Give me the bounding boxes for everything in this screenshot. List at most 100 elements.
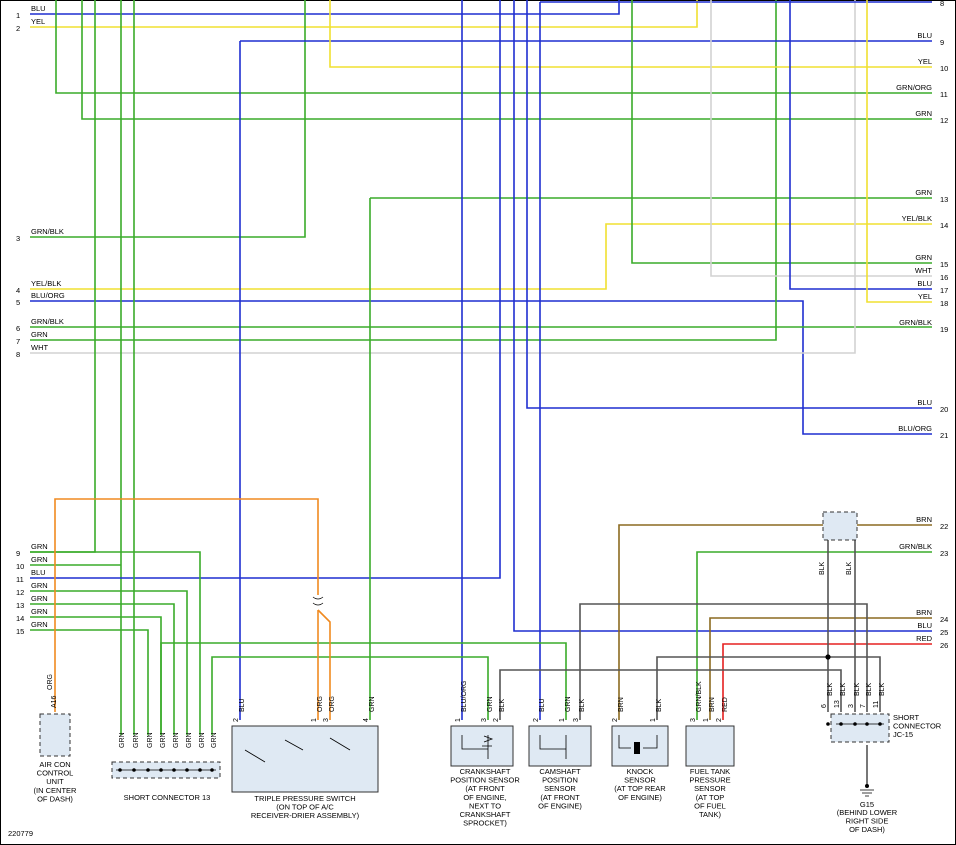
left-pin-5: 5 <box>16 298 20 307</box>
tps-wire-label: BLU <box>239 698 246 712</box>
wire-knock-blk <box>656 656 828 720</box>
crank-caption-line-4: OF ENGINE, <box>463 793 506 802</box>
left-pin-8: 8 <box>16 350 20 359</box>
short-connector-13-caption-line-1: SHORT CONNECTOR 13 <box>124 793 211 802</box>
left-wire-label-3: GRN/BLK <box>31 227 64 236</box>
jc15-wire-label: BLK <box>827 682 834 696</box>
right-wire-label-18: YEL <box>918 292 932 301</box>
right-pin-25: 25 <box>940 628 948 637</box>
wire-5-blu-org <box>30 300 932 435</box>
cam-caption-line-3: SENSOR <box>544 784 576 793</box>
right-wire-label-12: GRN <box>915 109 932 118</box>
wire-sc13-crank <box>211 656 489 735</box>
cam-caption-line-1: CAMSHAFT <box>539 767 581 776</box>
crank-wire-label: BLK <box>499 698 506 712</box>
right-wire-label-23: GRN/BLK <box>899 542 932 551</box>
knock-wire-label: BLK <box>656 698 663 712</box>
left-pin-3: 3 <box>16 234 20 243</box>
right-wire-label-10: YEL <box>918 57 932 66</box>
right-wire-label-13: GRN <box>915 188 932 197</box>
wire-13-grn <box>30 603 175 735</box>
jc15-node <box>878 722 882 726</box>
right-pin-13: 13 <box>940 195 948 204</box>
wire-r10-yel <box>329 0 932 68</box>
tps-pin-label: 2 <box>233 718 240 722</box>
splice-dot <box>825 654 831 660</box>
left-wire-label-12: GRN <box>31 581 48 590</box>
left-wire-label-6: GRN/BLK <box>31 317 64 326</box>
wires-layer <box>30 0 932 786</box>
crank-caption-line-7: SPROCKET) <box>463 819 507 828</box>
right-pin-17: 17 <box>940 286 948 295</box>
fueltank-caption-line-3: SENSOR <box>694 784 726 793</box>
tps-pin-label: 1 <box>311 718 318 722</box>
left-pin-11: 11 <box>16 575 24 584</box>
right-pin-12: 12 <box>940 116 948 125</box>
left-wire-label-11: BLU <box>31 568 46 577</box>
left-wire-label-2: YEL <box>31 17 45 26</box>
tps-caption-line-3: RECEIVER-DRIER ASSEMBLY) <box>251 811 360 820</box>
aircon-caption-line-2: CONTROL <box>37 769 74 778</box>
short-connector-13-wire-label: GRN <box>186 732 193 748</box>
knock-caption-line-2: SENSOR <box>624 776 656 785</box>
camshaft-sensor-symbol <box>539 735 567 759</box>
cam-caption-line-2: POSITION <box>542 776 578 785</box>
left-pin-12: 12 <box>16 588 24 597</box>
wire-r20-blu <box>526 0 932 409</box>
wire-r11-grn-org <box>55 0 932 94</box>
left-pin-15: 15 <box>16 627 24 636</box>
aircon-caption-line-1: AIR CON <box>39 760 70 769</box>
short-connector-13-node <box>210 768 214 772</box>
left-pin-6: 6 <box>16 324 20 333</box>
right-pin-10: 10 <box>940 64 948 73</box>
wire-cam-blk <box>579 603 868 720</box>
knock-sensor-symbol <box>634 742 640 754</box>
short-connector-13-wire-label: GRN <box>173 732 180 748</box>
left-wire-label-8: WHT <box>31 343 48 352</box>
jc15-wire-label: BLK <box>866 682 873 696</box>
tps-pin-label: 4 <box>363 718 370 722</box>
wire-aircon-org <box>54 498 319 712</box>
right-wire-label-24: BRN <box>916 608 932 617</box>
ground-caption-line-3: OF DASH) <box>849 825 885 834</box>
short-connector-13-node <box>159 768 163 772</box>
fueltank-wire-label: GRN/BLK <box>696 681 703 712</box>
crank-pin-label: 2 <box>493 718 500 722</box>
short-connector-13-node <box>132 768 136 772</box>
ground-caption-line-1: (BEHIND LOWER <box>837 808 898 817</box>
wire-11-blu <box>30 0 501 579</box>
right-wire-label-15: GRN <box>915 253 932 262</box>
left-wire-label-10: GRN <box>31 555 48 564</box>
fueltank-caption-line-4: (AT TOP <box>696 793 725 802</box>
short-connector-13-wire-label: GRN <box>133 732 140 748</box>
cam-pin-label: 3 <box>573 718 580 722</box>
wire-r24-brn <box>709 617 932 720</box>
right-pin-14: 14 <box>940 221 948 230</box>
right-wire-label-21: BLU/ORG <box>898 424 932 433</box>
cam-caption-line-4: (AT FRONT <box>540 793 580 802</box>
labels-layer: 1BLU2YEL3GRN/BLK4YEL/BLK5BLU/ORG6GRN/BLK… <box>8 0 948 838</box>
right-pin-26: 26 <box>940 641 948 650</box>
short-connector-13-node <box>146 768 150 772</box>
right-pin-11: 11 <box>940 90 948 99</box>
left-pin-14: 14 <box>16 614 24 623</box>
wire-tps-org2 <box>317 609 331 720</box>
right-pin-23: 23 <box>940 549 948 558</box>
left-pin-1: 1 <box>16 11 20 20</box>
right-wire-label-22: BRN <box>916 515 932 524</box>
jc15-upper-wire-label: BLK <box>846 561 853 575</box>
crank-caption-line-2: POSITION SENSOR <box>450 776 520 785</box>
left-wire-label-7: GRN <box>31 330 48 339</box>
wire-15-grn <box>30 629 149 735</box>
tps-wire-label: GRN <box>369 696 376 712</box>
wire-2-yel <box>30 0 698 28</box>
tps-wire-label: ORG <box>329 696 336 712</box>
fueltank-caption-line-6: TANK) <box>699 810 721 819</box>
wire-r17-blu <box>789 0 932 290</box>
jc15-wire-label: BLK <box>840 682 847 696</box>
short-connector-13-node <box>198 768 202 772</box>
cam-wire-label: BLU <box>539 698 546 712</box>
aircon-wire-label: ORG <box>47 674 54 690</box>
knock-pin-label: 2 <box>612 718 619 722</box>
